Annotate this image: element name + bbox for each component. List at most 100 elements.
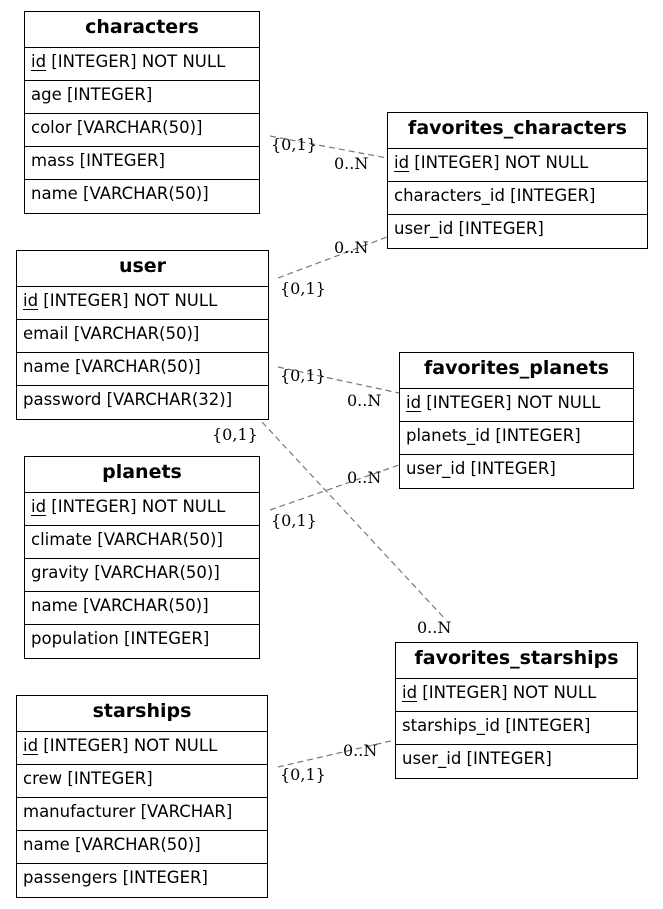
column-type: [INTEGER]: [62, 769, 153, 788]
table-favorites-starships[interactable]: favorites_starships id [INTEGER] NOT NUL…: [395, 642, 638, 779]
column-row: climate [VARCHAR(50)]: [25, 526, 259, 559]
cardinality-one-user-starships: {0,1}: [212, 425, 258, 444]
column-row: email [VARCHAR(50)]: [17, 320, 268, 353]
column-type: [INTEGER]: [499, 716, 591, 735]
column-name: characters_id: [394, 186, 505, 205]
column-type: [INTEGER] NOT NULL: [409, 153, 589, 172]
column-name: name: [31, 184, 78, 203]
rel-line-user-favorites-characters: [277, 236, 388, 279]
column-type: [VARCHAR(32)]: [101, 390, 233, 409]
column-row: crew [INTEGER]: [17, 765, 267, 798]
column-name: user_id: [394, 219, 454, 238]
table-favorites-characters[interactable]: favorites_characters id [INTEGER] NOT NU…: [387, 112, 648, 249]
cardinality-many-favorites-characters: 0..N: [334, 154, 368, 173]
column-row: id [INTEGER] NOT NULL: [400, 389, 633, 422]
column-type: [VARCHAR(50)]: [77, 596, 209, 615]
column-type: [INTEGER] NOT NULL: [38, 291, 218, 310]
table-title: planets: [25, 457, 259, 493]
column-name: mass: [31, 151, 75, 170]
cardinality-many-favorites-starships-user: 0..N: [417, 618, 451, 637]
column-type: [VARCHAR(50)]: [69, 835, 201, 854]
column-type: [INTEGER] NOT NULL: [46, 497, 226, 516]
table-characters[interactable]: characters id [INTEGER] NOT NULL age [IN…: [24, 11, 260, 214]
column-row: id [INTEGER] NOT NULL: [17, 732, 267, 765]
column-name: name: [31, 596, 78, 615]
primary-key-name: id: [394, 153, 410, 172]
column-name: user_id: [402, 749, 462, 768]
column-row: passengers [INTEGER]: [17, 864, 267, 897]
cardinality-one-user-characters: {0,1}: [280, 279, 326, 298]
column-row: password [VARCHAR(32)]: [17, 386, 268, 419]
column-row: name [VARCHAR(50)]: [17, 831, 267, 864]
column-row: starships_id [INTEGER]: [396, 712, 637, 745]
column-row: user_id [INTEGER]: [388, 215, 647, 248]
column-type: [INTEGER]: [117, 868, 208, 887]
primary-key-name: id: [23, 736, 39, 755]
column-name: color: [31, 118, 72, 137]
table-title: favorites_starships: [396, 643, 637, 679]
table-title: favorites_characters: [388, 113, 647, 149]
column-type: [VARCHAR(50)]: [71, 118, 203, 137]
column-type: [INTEGER]: [74, 151, 165, 170]
cardinality-many-favorites-starships: 0..N: [343, 741, 377, 760]
column-row: characters_id [INTEGER]: [388, 182, 647, 215]
primary-key-name: id: [406, 393, 422, 412]
column-row: mass [INTEGER]: [25, 147, 259, 180]
table-title: user: [17, 251, 268, 287]
column-row: user_id [INTEGER]: [396, 745, 637, 778]
column-name: email: [23, 324, 69, 343]
cardinality-many-favorites-planets-user: 0..N: [347, 391, 381, 410]
column-name: climate: [31, 530, 93, 549]
column-type: [INTEGER] NOT NULL: [417, 683, 597, 702]
cardinality-many-favorites-planets: 0..N: [347, 468, 381, 487]
column-name: crew: [23, 769, 63, 788]
rel-line-user-favorites-planets: [277, 366, 400, 394]
column-type: [INTEGER] NOT NULL: [38, 736, 218, 755]
column-name: password: [23, 390, 102, 409]
table-title: characters: [25, 12, 259, 48]
cardinality-one-user-planets: {0,1}: [280, 366, 326, 385]
cardinality-one-planets: {0,1}: [271, 511, 317, 530]
column-type: [VARCHAR]: [135, 802, 233, 821]
column-name: population: [31, 629, 119, 648]
column-type: [INTEGER]: [61, 85, 153, 104]
table-starships[interactable]: starships id [INTEGER] NOT NULL crew [IN…: [16, 695, 268, 898]
column-name: manufacturer: [23, 802, 136, 821]
column-name: gravity: [31, 563, 89, 582]
column-row: id [INTEGER] NOT NULL: [25, 48, 259, 81]
column-type: [VARCHAR(50)]: [77, 184, 209, 203]
primary-key-name: id: [31, 497, 47, 516]
column-row: id [INTEGER] NOT NULL: [25, 493, 259, 526]
column-row: id [INTEGER] NOT NULL: [396, 679, 637, 712]
column-type: [VARCHAR(50)]: [92, 530, 223, 549]
column-row: manufacturer [VARCHAR]: [17, 798, 267, 831]
rel-line-planets-favorites-planets: [269, 464, 400, 511]
column-type: [INTEGER]: [461, 749, 552, 768]
column-row: name [VARCHAR(50)]: [25, 180, 259, 213]
column-row: id [INTEGER] NOT NULL: [17, 287, 268, 320]
table-planets[interactable]: planets id [INTEGER] NOT NULL climate [V…: [24, 456, 260, 659]
column-type: [VARCHAR(50)]: [68, 324, 200, 343]
cardinality-one-characters: {0,1}: [271, 135, 317, 154]
primary-key-name: id: [402, 683, 418, 702]
column-row: age [INTEGER]: [25, 81, 259, 114]
primary-key-name: id: [31, 52, 47, 71]
cardinality-one-starships: {0,1}: [280, 765, 326, 784]
column-name: name: [23, 835, 70, 854]
column-type: [VARCHAR(50)]: [88, 563, 220, 582]
column-row: population [INTEGER]: [25, 625, 259, 658]
column-type: [INTEGER]: [118, 629, 210, 648]
cardinality-many-favorites-characters-user: 0..N: [334, 238, 368, 257]
column-type: [INTEGER]: [504, 186, 596, 205]
table-favorites-planets[interactable]: favorites_planets id [INTEGER] NOT NULL …: [399, 352, 634, 489]
column-name: passengers: [23, 868, 118, 887]
table-title: starships: [17, 696, 267, 732]
column-type: [INTEGER]: [490, 426, 581, 445]
table-user[interactable]: user id [INTEGER] NOT NULL email [VARCHA…: [16, 250, 269, 420]
column-row: gravity [VARCHAR(50)]: [25, 559, 259, 592]
column-name: starships_id: [402, 716, 500, 735]
column-name: name: [23, 357, 70, 376]
column-row: name [VARCHAR(50)]: [25, 592, 259, 625]
